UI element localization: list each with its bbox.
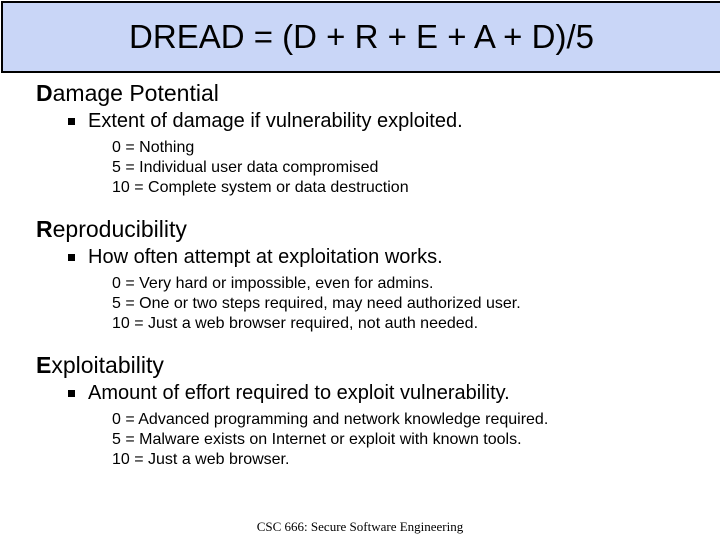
scale-list: 0 = Advanced programming and network kno…: [0, 410, 720, 470]
square-bullet-icon: [68, 109, 88, 136]
section-damage-potential: Damage Potential Extent of damage if vul…: [0, 78, 720, 198]
slide-title-banner: DREAD = (D + R + E + A + D)/5: [1, 1, 720, 73]
scale-list: 0 = Nothing 5 = Individual user data com…: [0, 138, 720, 198]
section-description: Extent of damage if vulnerability exploi…: [88, 110, 463, 132]
section-heading: Damage Potential: [0, 78, 720, 108]
scale-list: 0 = Very hard or impossible, even for ad…: [0, 274, 720, 334]
section-description: How often attempt at exploitation works.: [88, 246, 443, 268]
section-heading-rest: xploitability: [51, 352, 164, 378]
scale-item: 10 = Just a web browser required, not au…: [112, 315, 479, 332]
section-heading: Reproducibility: [0, 214, 720, 244]
scale-item: 5 = One or two steps required, may need …: [112, 295, 521, 312]
section-description-row: Amount of effort required to exploit vul…: [0, 380, 720, 408]
section-heading-rest: eproducibility: [52, 216, 187, 242]
section-reproducibility: Reproducibility How often attempt at exp…: [0, 214, 720, 334]
scale-item: 0 = Advanced programming and network kno…: [112, 411, 549, 428]
square-bullet-icon: [68, 381, 88, 408]
square-bullet-icon: [68, 245, 88, 272]
section-heading-initial: E: [36, 352, 52, 378]
section-heading-initial: D: [36, 80, 53, 106]
slide-title: DREAD = (D + R + E + A + D)/5: [129, 18, 594, 55]
scale-item: 0 = Nothing: [112, 139, 195, 156]
section-exploitability: Exploitability Amount of effort required…: [0, 350, 720, 470]
section-description: Amount of effort required to exploit vul…: [88, 382, 510, 404]
section-description-row: Extent of damage if vulnerability exploi…: [0, 108, 720, 136]
slide-footer: CSC 666: Secure Software Engineering: [256, 519, 464, 534]
section-heading-initial: R: [36, 216, 53, 242]
scale-item: 5 = Individual user data compromised: [112, 159, 379, 176]
section-description-row: How often attempt at exploitation works.: [0, 244, 720, 272]
scale-item: 10 = Complete system or data destruction: [112, 179, 409, 196]
section-heading: Exploitability: [0, 350, 720, 380]
slide-body: Damage Potential Extent of damage if vul…: [0, 78, 720, 470]
scale-item: 0 = Very hard or impossible, even for ad…: [112, 275, 434, 292]
section-heading-rest: amage Potential: [52, 80, 219, 106]
scale-item: 10 = Just a web browser.: [112, 451, 290, 468]
scale-item: 5 = Malware exists on Internet or exploi…: [112, 431, 522, 448]
